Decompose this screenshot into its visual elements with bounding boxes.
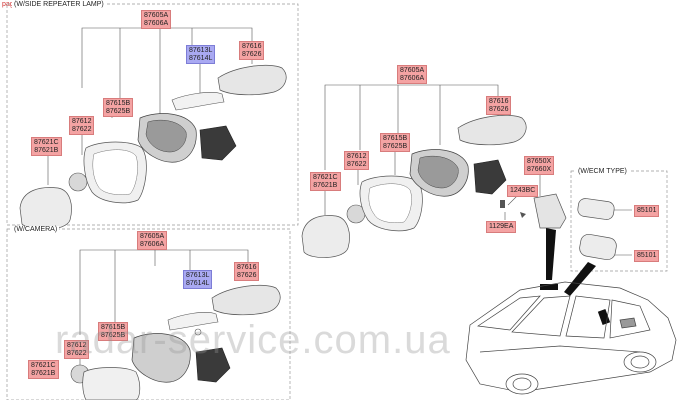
scalp-cap [217, 64, 287, 96]
ecm-mirror-shape [577, 198, 615, 220]
section-frame-camera [6, 228, 291, 400]
watermark: radar-service.com.ua [55, 318, 451, 362]
car-outline [465, 281, 677, 395]
part-label[interactable]: 1129EA [486, 221, 517, 233]
motor-unit [68, 172, 88, 192]
part-label[interactable]: 1243BC [507, 185, 539, 197]
section-title-ecm: (W/ECM TYPE) [576, 168, 629, 175]
inner-mirror-shape [579, 233, 617, 261]
section-title-camera: (W/CAMERA) [12, 226, 60, 233]
section-frame-repeater [6, 3, 299, 226]
mirror-base [199, 125, 237, 161]
leader-lines [45, 27, 632, 372]
section-title-repeater: (W/SIDE REPEATER LAMP) [12, 1, 106, 8]
mirror-glass [19, 187, 72, 230]
cover-part [533, 193, 567, 229]
part-label[interactable]: 85101 [634, 250, 660, 262]
part-label[interactable]: 85101 [634, 205, 660, 217]
